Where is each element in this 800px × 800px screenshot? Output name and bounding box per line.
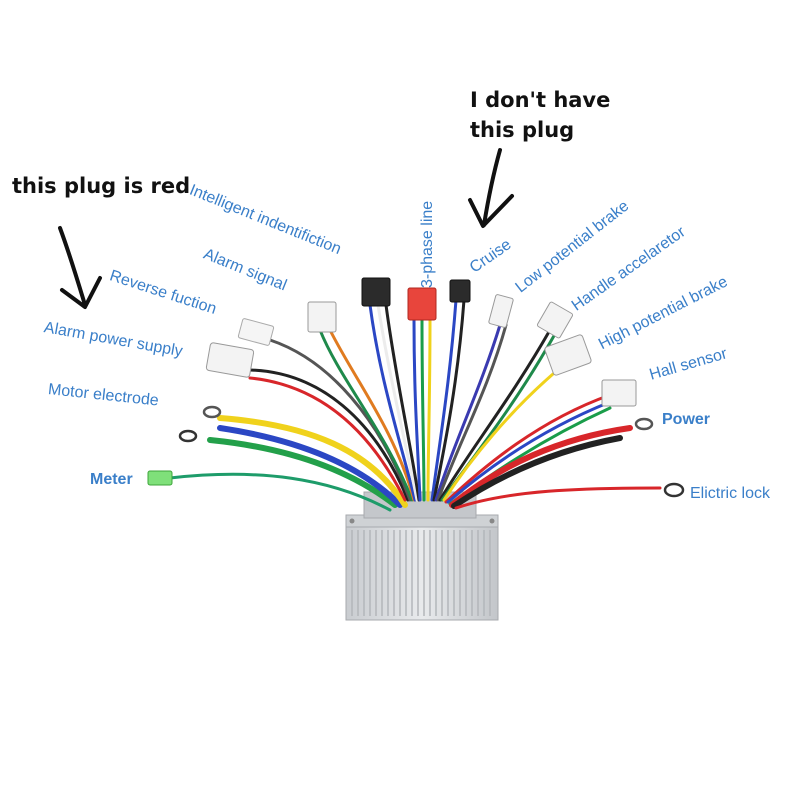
- alarm-signal-plug: [307, 301, 337, 333]
- meter-connector: [147, 470, 173, 486]
- power-wire-black: [451, 435, 623, 509]
- ident-wire-3: [384, 303, 421, 502]
- lock-wire: [454, 486, 662, 510]
- motor-terminal-2: [178, 429, 198, 443]
- high-brake-wire: [442, 366, 562, 502]
- alarm-power-wire-black: [248, 368, 410, 502]
- low-brake-plug: [488, 294, 514, 328]
- ident-plug: [361, 277, 391, 307]
- phase-wire-1: [412, 318, 422, 502]
- high-brake-plug: [544, 334, 592, 376]
- motor-wire-yellow: [217, 415, 408, 508]
- phase-plug-red: [407, 287, 437, 321]
- wire-harness: [168, 298, 662, 512]
- hall-plug: [601, 379, 637, 407]
- alarm-power-wire-red: [248, 376, 407, 502]
- cruise-wire-1: [430, 298, 458, 502]
- lock-terminal: [663, 482, 685, 498]
- phase-wire-3: [426, 318, 432, 502]
- label-power: Power: [662, 411, 711, 428]
- phase-wire-2: [420, 318, 426, 502]
- hall-wire-1: [444, 393, 612, 504]
- cruise-plug: [449, 279, 471, 303]
- accel-plug: [536, 301, 574, 339]
- low-brake-wire-2: [436, 323, 508, 502]
- annotation-arrows: [58, 148, 514, 309]
- motor-terminal-1: [202, 405, 222, 419]
- missing-plug-note-line1: I don't have: [470, 88, 611, 112]
- motor-wire-blue: [217, 425, 403, 508]
- low-brake-wire: [434, 323, 502, 502]
- arrow-to-cruise: [468, 148, 514, 228]
- alarm-signal-wire: [318, 328, 414, 502]
- alarm-power-plug: [205, 342, 255, 378]
- ident-wire-1: [368, 303, 417, 502]
- controller-box: [345, 491, 499, 621]
- power-terminal: [634, 417, 654, 431]
- label-electric-lock: Elictric lock: [690, 485, 771, 502]
- label-meter: Meter: [90, 471, 133, 488]
- cruise-wire-2: [432, 298, 466, 502]
- accel-wire-1: [438, 328, 552, 502]
- arrow-to-red-plug: [58, 226, 102, 309]
- red-plug-note: this plug is red: [12, 174, 191, 198]
- connectors: [147, 277, 685, 498]
- motor-wire-green: [207, 437, 398, 508]
- ident-wire-2: [376, 303, 419, 502]
- hall-wire-2: [446, 400, 612, 504]
- meter-wire: [168, 472, 392, 512]
- missing-plug-note-line2: this plug: [470, 118, 575, 142]
- label-three-phase-line: 3-phase line: [419, 200, 436, 288]
- power-wire-red: [449, 425, 633, 508]
- alarm-signal-wire-2: [328, 328, 416, 502]
- reverse-plug: [237, 318, 275, 346]
